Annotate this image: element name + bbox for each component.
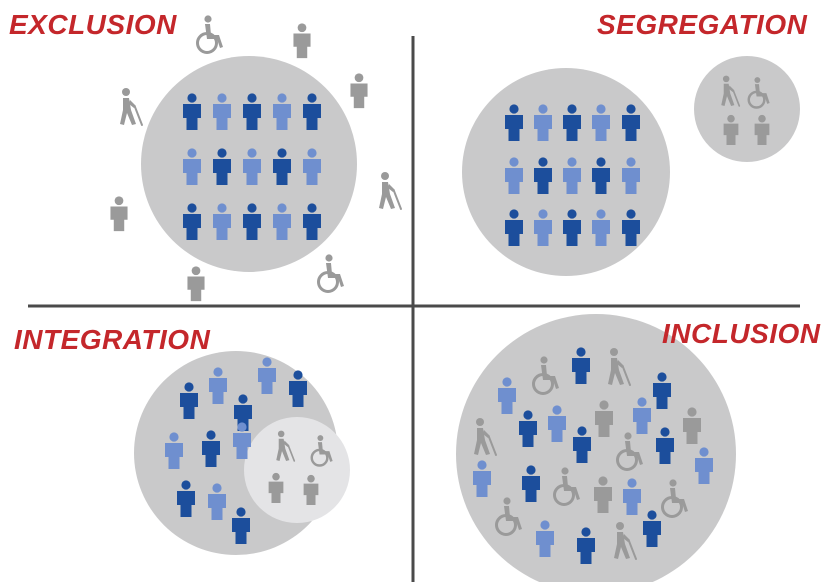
person-icon [187,266,205,302]
segregation-quadrant [462,56,800,276]
integration-label: INTEGRATION [14,324,211,355]
wheelchair-icon [197,15,223,53]
inclusion-circle [456,314,736,582]
blind-person-cane-icon [120,88,142,125]
person-icon [293,23,311,59]
integration-quadrant [134,351,350,555]
exclusion-quadrant [110,15,401,302]
segregation-label: SEGREGATION [597,9,808,40]
person-icon [110,196,128,232]
blind-person-cane-icon [379,172,401,209]
integration-inner-circle [244,417,350,523]
inclusion-quadrant [456,314,736,582]
inclusion-label: INCLUSION [662,318,821,349]
person-icon [350,73,368,109]
segregation-separate-circle [694,56,800,162]
wheelchair-icon [318,254,344,292]
exclusion-label: EXCLUSION [9,9,177,40]
